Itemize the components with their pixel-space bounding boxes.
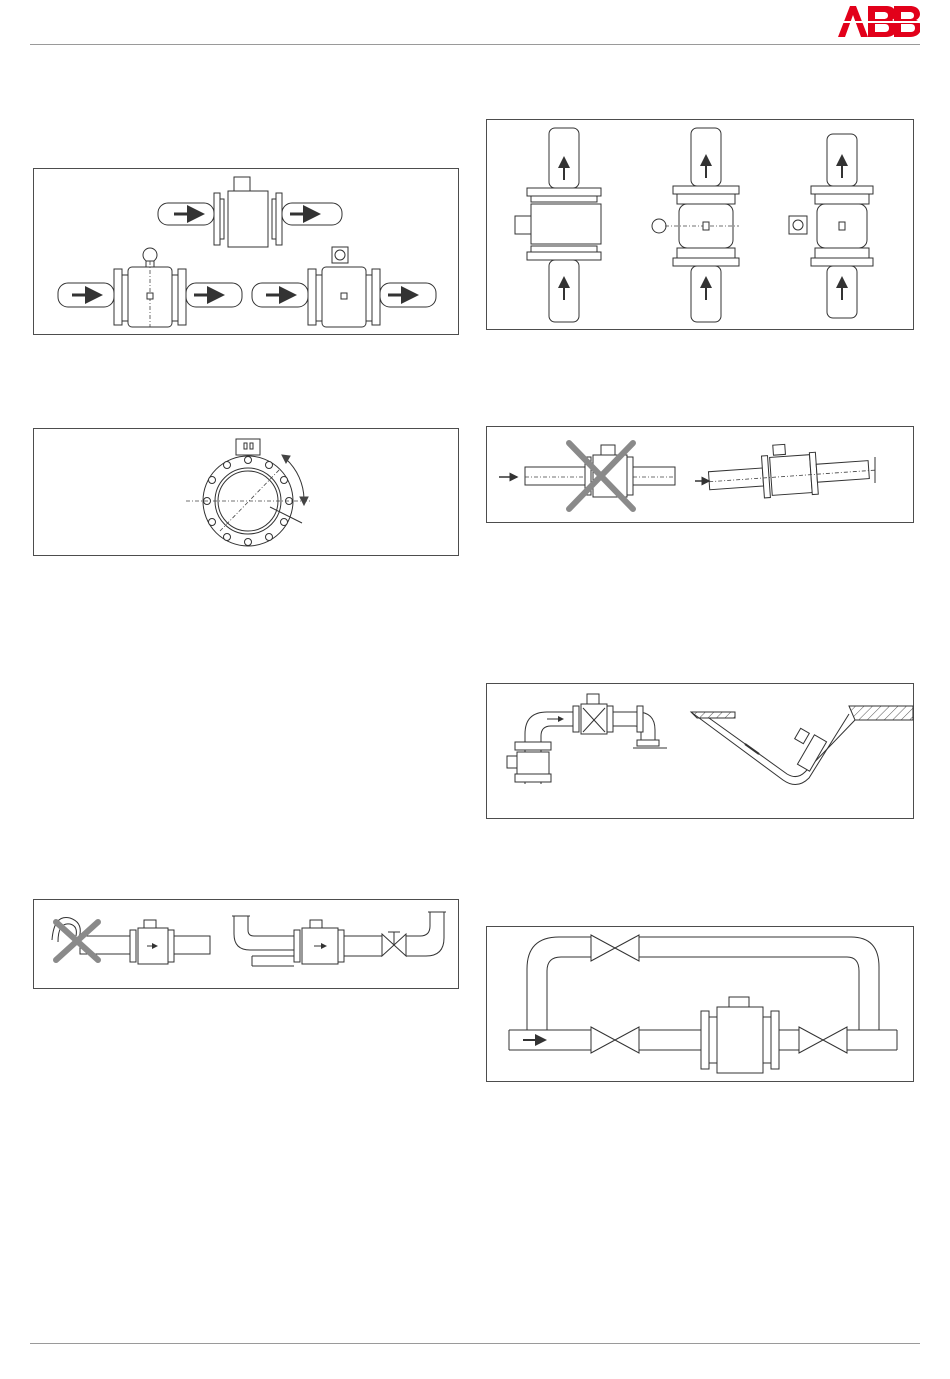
figure-free-outflow-downpipe: [486, 683, 914, 819]
footer-rule: [30, 1343, 920, 1344]
figure-vertical-installation: [486, 119, 914, 330]
figure-partially-filled-pipe: [486, 426, 914, 523]
free-outlet-vs-siphon-diagram: [34, 900, 460, 990]
vertical-installation-diagram: [487, 120, 915, 331]
figure-horizontal-installation: [33, 168, 459, 335]
partially-filled-pipe-diagram: [487, 427, 915, 524]
figure-free-outlet-vs-siphon: [33, 899, 459, 989]
header-rule: [30, 44, 920, 45]
figure-electrode-axis-rotation: [33, 428, 459, 556]
bypass-with-shutoff-valves-diagram: [487, 927, 915, 1083]
abb-logo: [838, 3, 920, 41]
figure-bypass-shutoff-valves: [486, 926, 914, 1082]
horizontal-installation-diagram: [34, 169, 460, 336]
electrode-axis-rotation-diagram: [34, 429, 460, 557]
free-outflow-and-downpipe-diagram: [487, 684, 915, 820]
